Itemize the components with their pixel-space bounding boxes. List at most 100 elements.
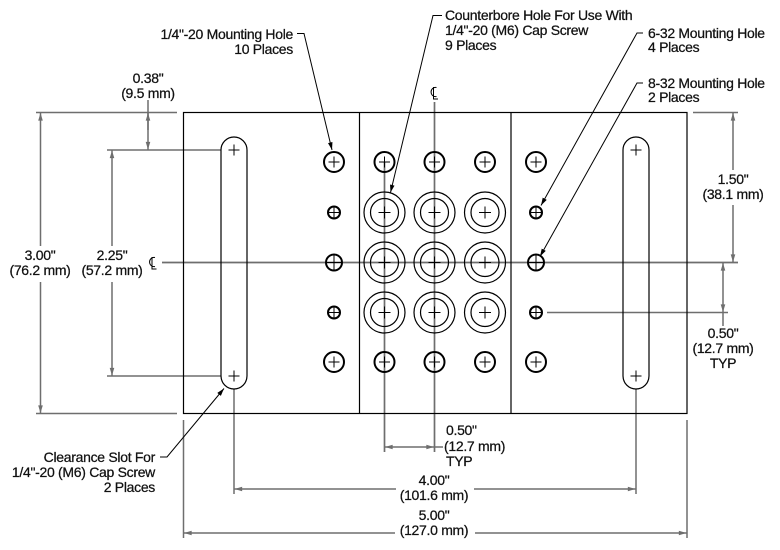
- hole-outer-circle: [323, 151, 345, 173]
- hole-center-mark: [326, 254, 342, 271]
- counterbore-hole: [413, 291, 456, 334]
- dim-label-slot-offset: 0.38" (9.5 mm): [121, 70, 175, 101]
- mounting-hole-1-4-20: [423, 151, 446, 173]
- hole-center-mark: [378, 206, 391, 219]
- clearance-slot-left: [220, 136, 248, 390]
- hole-center-mark: [328, 156, 340, 168]
- dim-label-half-height: 1.50" (38.1 mm): [702, 171, 764, 202]
- hole-center-mark: [379, 356, 390, 368]
- dimension-lines: [38, 100, 736, 536]
- counterbore-hole: [363, 241, 406, 284]
- hole-center-mark: [530, 156, 542, 168]
- dim-mm: (9.5 mm): [121, 85, 175, 101]
- hole-center-mark: [479, 306, 491, 319]
- mounting-hole-1-4-20: [323, 151, 345, 173]
- mounting-hole-6-32: [529, 205, 543, 220]
- dim-inch: 2.25": [97, 247, 128, 263]
- centerlines: [162, 102, 738, 452]
- callout-clearance-slot: Clearance Slot For 1/4"-20 (M6) Cap Scre…: [12, 449, 157, 495]
- hole-outer-circle: [423, 151, 446, 173]
- slot-center-mark-bottom: [228, 370, 240, 382]
- dim-inch: 0.50": [708, 325, 739, 341]
- hole-center-mark: [479, 356, 491, 368]
- hole-outer-circle: [463, 291, 507, 334]
- slot-center-mark-top: [228, 144, 240, 156]
- hole-inner-circle: [369, 197, 400, 228]
- hole-outer-circle: [474, 151, 496, 173]
- hole-outer-circle: [363, 241, 406, 284]
- hole-inner-circle: [419, 247, 450, 278]
- centerline-icon: [430, 86, 438, 100]
- counterbore-hole: [363, 191, 406, 234]
- callout-quantity: 2 Places: [104, 479, 156, 495]
- mounting-hole-8-32: [325, 253, 343, 272]
- hole-center-mark: [528, 254, 544, 271]
- leader-8-32-hole: [539, 82, 643, 257]
- dim-label-plate-height: 3.00" (76.2 mm): [9, 247, 71, 278]
- dim-label-slot-length: 2.25" (57.2 mm): [81, 247, 143, 278]
- mounting-hole-1-4-20: [474, 351, 496, 373]
- counterbore-hole: [463, 191, 507, 234]
- dim-inch: 0.50": [446, 422, 477, 438]
- breadboard-plate: [182, 111, 688, 415]
- hole-center-mark: [479, 256, 491, 269]
- mounting-hole-1-4-20: [373, 151, 396, 173]
- hole-outer-circle: [413, 241, 456, 284]
- dim-inch: 0.38": [133, 70, 164, 86]
- hole-center-mark: [429, 156, 440, 168]
- mounting-hole-1-4-20: [525, 151, 547, 173]
- mounting-hole-1-4-20: [474, 151, 496, 173]
- hole-center-mark: [428, 206, 441, 219]
- dim-inch: 4.00": [419, 472, 450, 488]
- dim-mm: (38.1 mm): [702, 186, 763, 202]
- dim-mm: (57.2 mm): [81, 262, 142, 278]
- hole-outer-circle: [474, 351, 496, 373]
- hole-center-mark: [328, 306, 340, 319]
- hole-inner-circle: [419, 197, 450, 228]
- leader-quarter20-hole: [297, 33, 333, 151]
- mounting-hole-8-32: [527, 253, 545, 272]
- hole-outer-circle: [423, 351, 446, 373]
- hole-outer-circle: [363, 191, 406, 234]
- leader-counterbore: [390, 15, 442, 193]
- hole-center-mark: [428, 306, 441, 319]
- hole-inner-circle: [419, 297, 450, 328]
- dim-label-pitch-vertical: 0.50" (12.7 mm) TYP: [692, 325, 754, 371]
- mounting-hole-1-4-20: [525, 351, 547, 373]
- hole-inner-circle: [369, 297, 400, 328]
- hole-outer-circle: [363, 291, 406, 334]
- leader-clearance-slot: [160, 388, 225, 458]
- centerline-icon: [149, 256, 157, 270]
- dim-mm: (127.0 mm): [400, 522, 469, 538]
- mounting-hole-6-32: [327, 305, 341, 320]
- counterbore-hole: [463, 291, 507, 334]
- clearance-slot-right: [622, 136, 650, 390]
- hole-center-mark: [479, 206, 491, 219]
- dim-note: TYP: [710, 355, 736, 371]
- hole-center-mark: [328, 356, 340, 368]
- mounting-hole-1-4-20: [423, 351, 446, 373]
- callout-title: 8-32 Mounting Hole: [648, 75, 765, 91]
- slot-outline: [622, 136, 650, 390]
- extension-lines: [36, 111, 738, 538]
- hole-outer-circle: [323, 351, 345, 373]
- counterbore-hole: [363, 291, 406, 334]
- slot-center-mark-top: [630, 144, 642, 156]
- callout-8-32-hole: 8-32 Mounting Hole 2 Places: [648, 75, 766, 105]
- hole-outer-circle: [525, 351, 547, 373]
- dim-mm: (12.7 mm): [692, 340, 753, 356]
- dim-label-plate-width: 5.00" (127.0 mm): [400, 507, 469, 538]
- counterbore-hole: [463, 241, 507, 284]
- hole-center-mark: [378, 256, 391, 269]
- hole-outer-circle: [373, 151, 396, 173]
- callout-title: 1/4"-20 Mounting Hole: [160, 26, 293, 42]
- mounting-hole-1-4-20: [323, 351, 345, 373]
- dim-label-slot-spacing: 4.00" (101.6 mm): [400, 472, 469, 503]
- hole-center-mark: [530, 356, 542, 368]
- callout-title: Counterbore Hole For Use With: [445, 7, 632, 23]
- callout-subtitle: 1/4"-20 (M6) Cap Screw: [12, 464, 156, 480]
- hole-outer-circle: [525, 151, 547, 173]
- dim-note: TYP: [446, 453, 472, 469]
- hole-center-mark: [530, 306, 542, 319]
